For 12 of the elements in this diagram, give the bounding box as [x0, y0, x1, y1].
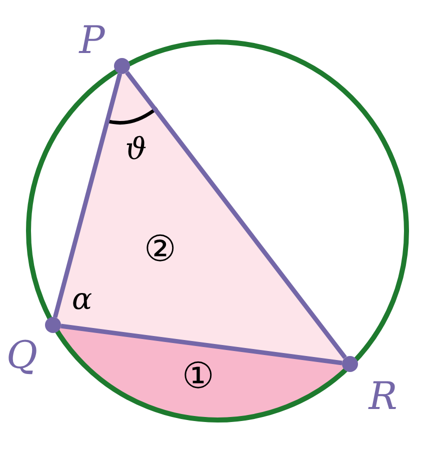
region-number: ①: [182, 359, 214, 395]
angle-label: ϑ: [125, 135, 147, 165]
vertex-label: P: [79, 21, 105, 59]
triangle-side: [125, 70, 347, 360]
triangle-side: [52, 73, 122, 318]
triangle-side: [60, 324, 342, 366]
angle-label: α: [72, 285, 92, 315]
vertex-label: Q: [6, 336, 38, 374]
region-number: ②: [144, 232, 176, 268]
vertex-label: R: [368, 377, 398, 415]
vertex-dot: [45, 317, 61, 333]
vertex-dot: [114, 58, 130, 74]
